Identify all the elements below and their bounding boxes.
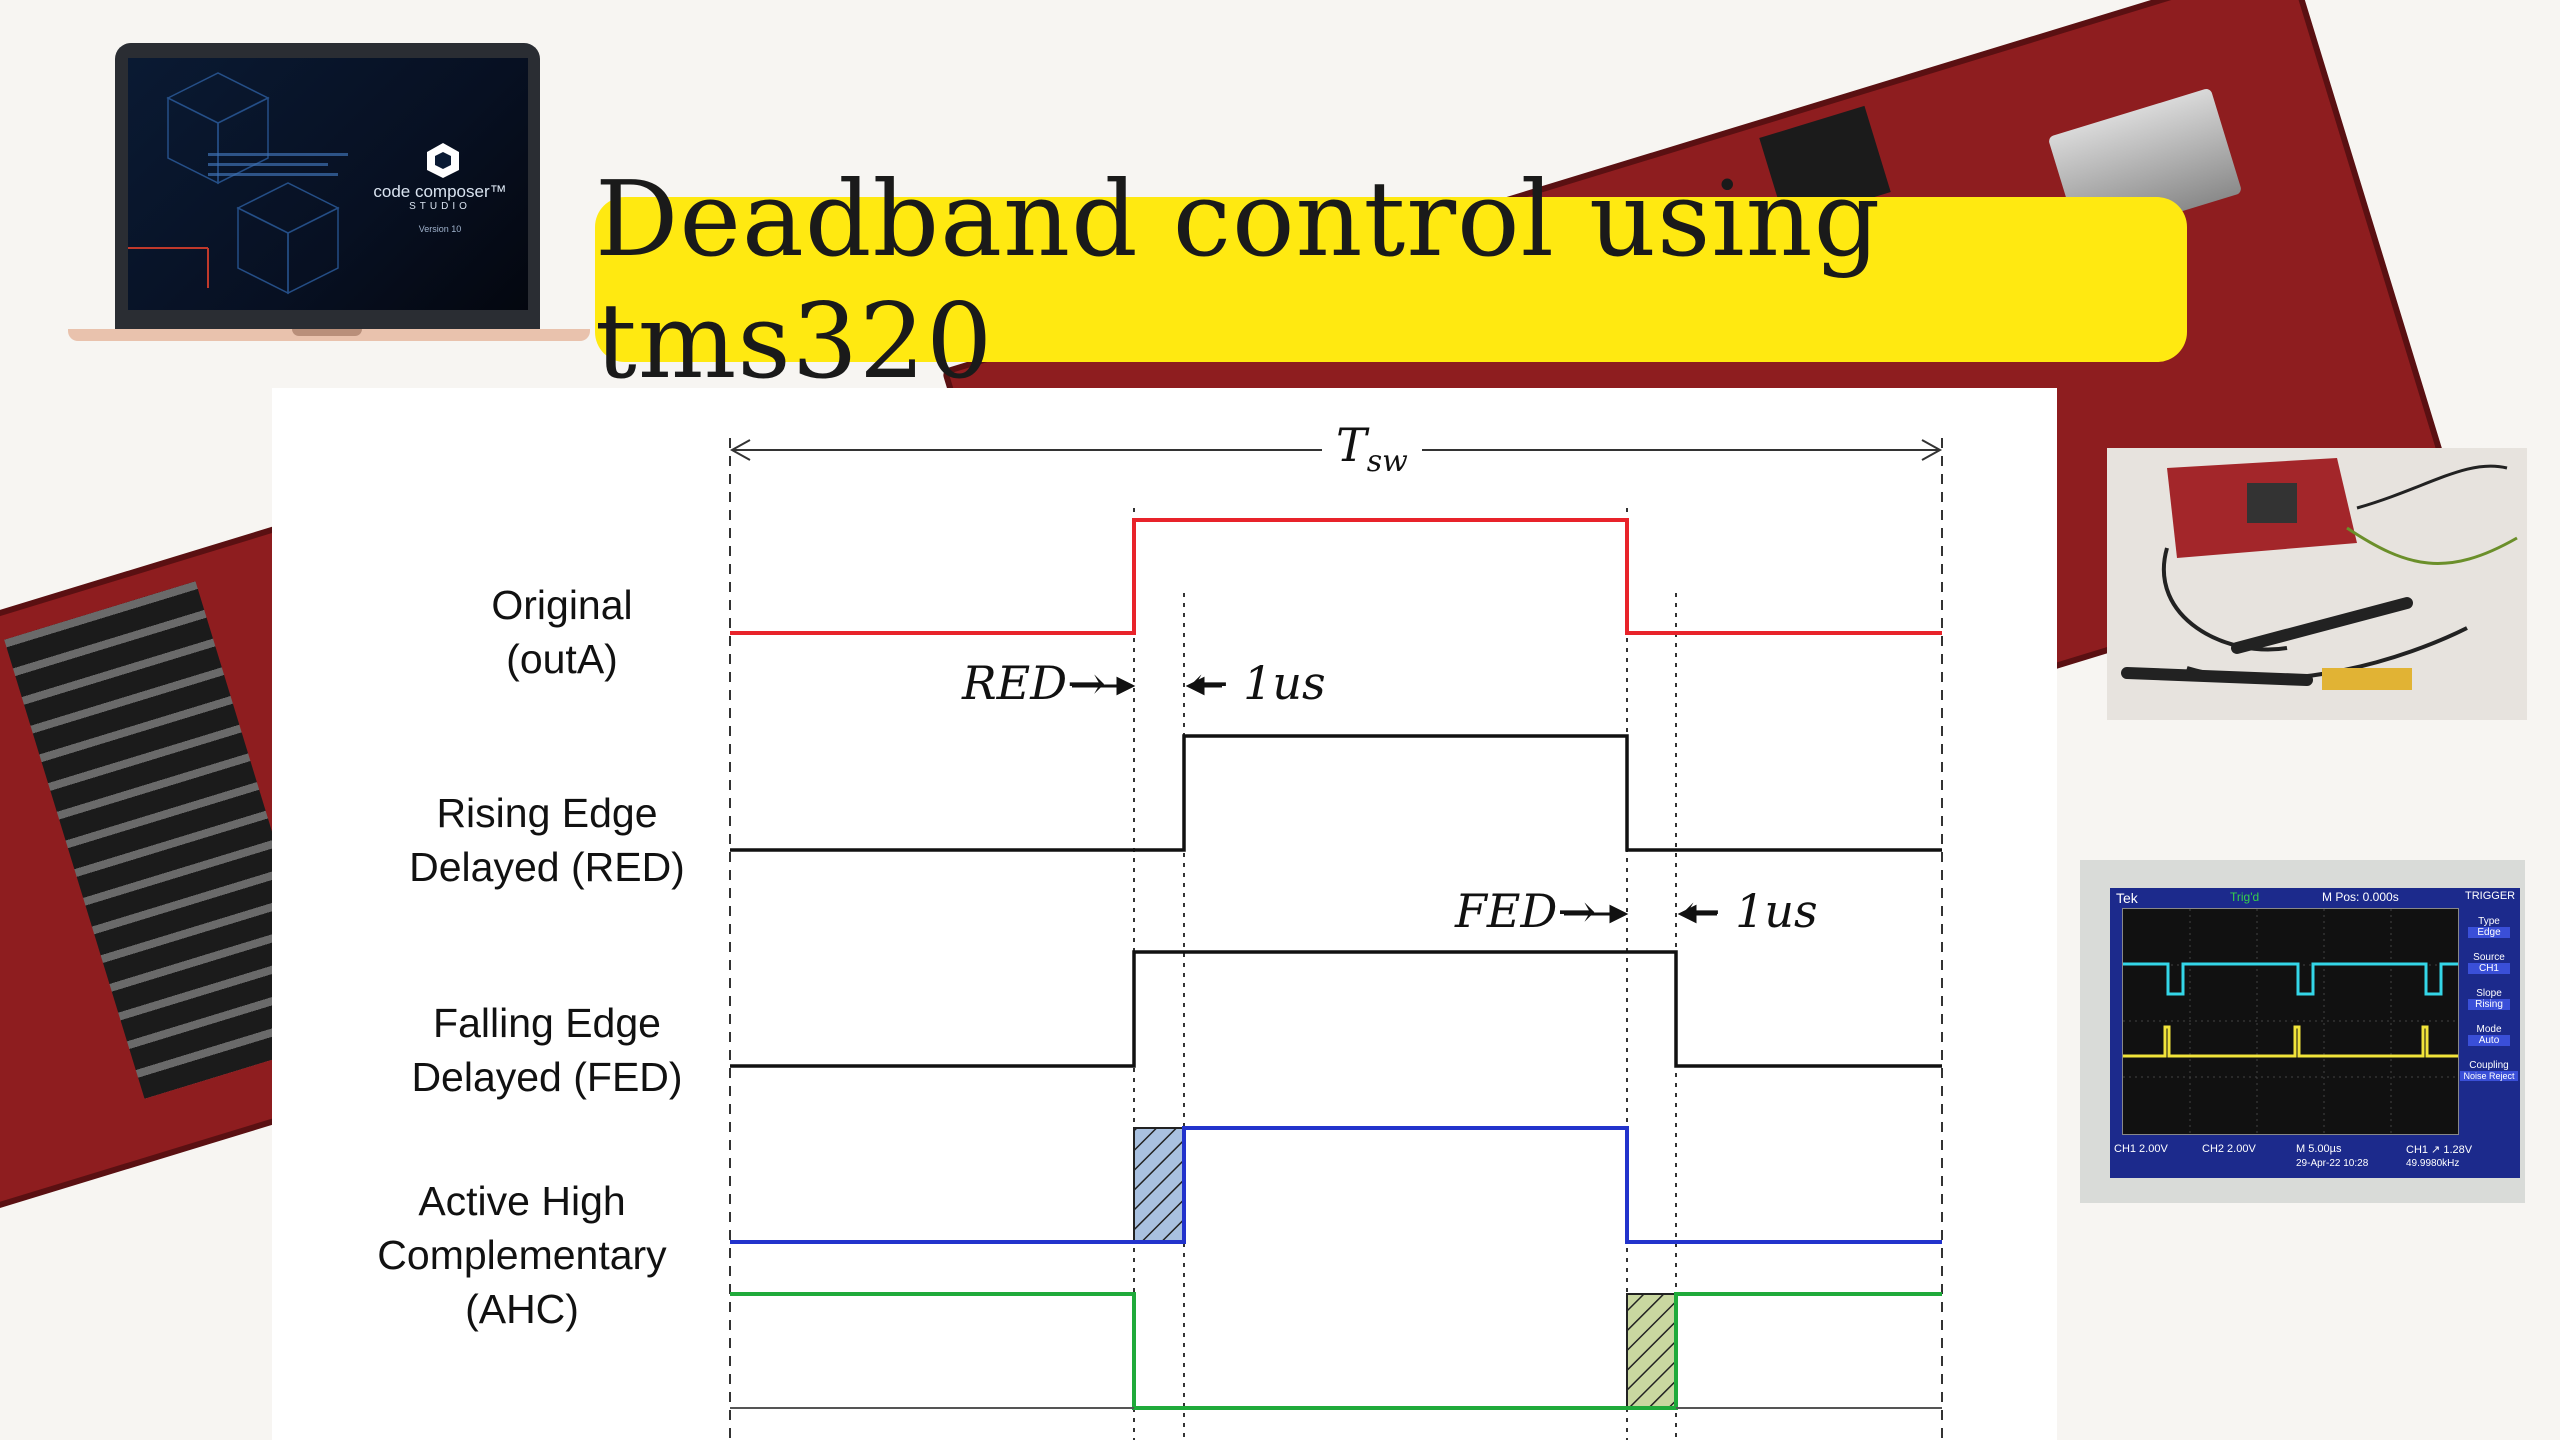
waveform-original xyxy=(730,518,1942,635)
laptop-notch xyxy=(292,329,362,336)
scope-trace-ch1 xyxy=(2123,962,2458,996)
scope-trigger-level: CH1 ↗ 1.28V xyxy=(2406,1144,2473,1156)
photo-board-probes xyxy=(2107,448,2527,720)
waveform-red xyxy=(730,734,1942,852)
dashed-guides xyxy=(729,438,1943,1440)
scope-brand: Tek xyxy=(2116,890,2138,906)
fed-label: FED→ xyxy=(1455,884,1596,938)
scope-menu-title: TRIGGER xyxy=(2465,890,2516,902)
waveform-fed xyxy=(730,950,1942,1068)
page-title: Deadband control using tms320 xyxy=(595,157,1882,402)
circuit-pattern xyxy=(128,72,348,295)
period-arrow xyxy=(729,439,1943,461)
scope-ch1-scale: CH1 2.00V xyxy=(2114,1143,2168,1155)
ccs-splash-screen xyxy=(128,58,528,310)
scope-mpos: M Pos: 0.000s xyxy=(2322,890,2399,904)
red-delay-label: ← 1us xyxy=(1190,656,1326,710)
delay-arrows xyxy=(1072,676,1717,924)
waveform-ahc-high xyxy=(730,1126,1942,1244)
ccs-cube-icon xyxy=(423,140,463,180)
ccs-version: Version 10 xyxy=(418,224,462,234)
scope-timebase: M 5.00µs xyxy=(2296,1143,2342,1155)
ccs-app-name: code composer™ xyxy=(373,182,507,201)
scope-trace-ch2 xyxy=(2123,1025,2458,1058)
ccs-app-sub: STUDIO xyxy=(409,201,471,212)
scope-ch2-scale: CH2 2.00V xyxy=(2202,1143,2256,1155)
period-label: Tsw xyxy=(1330,418,1414,480)
signal-label-original: Original(outA) xyxy=(491,582,633,682)
scope-graticule xyxy=(2122,908,2459,1135)
timing-diagram-svg xyxy=(729,438,1943,1440)
red-label: RED→ xyxy=(962,656,1106,710)
title-banner: Deadband control using tms320 xyxy=(595,158,2187,402)
scope-date: 29-Apr-22 10:28 xyxy=(2296,1158,2369,1169)
scope-status: Trig'd xyxy=(2230,890,2260,904)
fed-delay-label: ← 1us xyxy=(1682,884,1818,938)
scope-frequency: 49.9980kHz xyxy=(2406,1158,2460,1169)
waveform-ahc-low xyxy=(730,1292,1942,1410)
